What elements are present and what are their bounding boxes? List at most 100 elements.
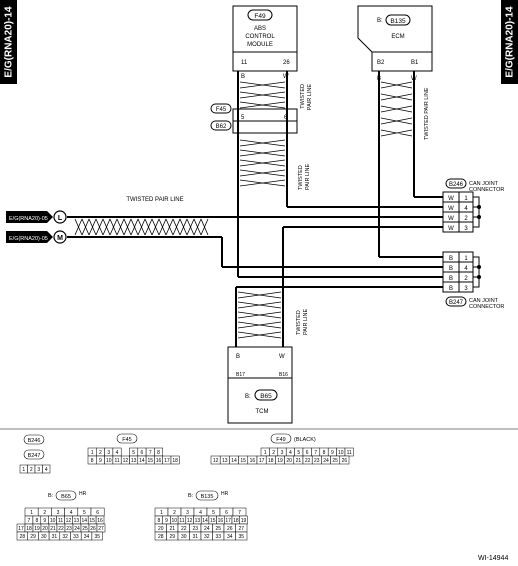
b65-legend-pin: 23 — [66, 526, 72, 532]
f45-legend-pin: 17 — [164, 458, 170, 464]
b135-legend-pin: 1 — [160, 510, 163, 516]
b135-legend-pin: 21 — [169, 526, 175, 532]
b135-legend-pin: 19 — [241, 518, 247, 524]
b65-legend-pin: 28 — [20, 534, 26, 540]
svg-text:F49: F49 — [276, 437, 285, 443]
svg-text:HR: HR — [221, 491, 229, 497]
svg-text:2: 2 — [464, 216, 468, 222]
f49-legend-pin: 16 — [250, 458, 256, 464]
b135-legend-pin: 35 — [238, 534, 244, 540]
f45-legend-pin: 15 — [147, 458, 153, 464]
b65-legend-pin: 4 — [70, 510, 73, 516]
b65-legend-pin: 24 — [74, 526, 80, 532]
abs-connector-label: F49 — [254, 13, 266, 20]
svg-text:CONNECTOR: CONNECTOR — [469, 304, 504, 310]
b65-legend-pin: 5 — [83, 510, 86, 516]
b65-legend-pin: 33 — [73, 534, 79, 540]
svg-text:2: 2 — [464, 276, 468, 282]
abs-wire-b: B — [241, 74, 245, 80]
abs-pin-26: 26 — [283, 60, 290, 66]
b246-legend-pin: 4 — [45, 467, 48, 473]
b65-legend-pin: 32 — [62, 534, 68, 540]
b246-legend-pin: 2 — [30, 467, 33, 473]
ecm-module: B: B135 ECM B2 B1 B W — [357, 5, 433, 82]
f49-legend-pin: 7 — [314, 450, 317, 456]
tcm-connector-label: B65 — [260, 393, 272, 400]
twist-marks — [74, 81, 413, 339]
b135-legend-pin: 8 — [157, 518, 160, 524]
b65-legend-pin: 8 — [35, 518, 38, 524]
b135-legend-pin: 31 — [192, 534, 198, 540]
svg-text:W: W — [448, 226, 454, 232]
joint-f45-label: F45 — [216, 107, 227, 113]
f45-legend-pin: 11 — [114, 458, 119, 464]
f49-legend-pin: 22 — [305, 458, 311, 464]
f49-legend-pin: 17 — [259, 458, 265, 464]
can-joint-b246: B246 CAN JOINT CONNECTOR W 1 W 4 W 2 W 3 — [442, 178, 504, 233]
b65-legend-pin: 27 — [98, 526, 104, 532]
figure-id: WI-14944 — [478, 555, 509, 562]
b135-legend-pin: 26 — [227, 526, 233, 532]
ecm-pin-b2: B2 — [377, 60, 385, 66]
b65-legend-pin: 22 — [58, 526, 64, 532]
twisted-label-3b: PAIR LINE — [303, 308, 309, 335]
b135-legend-pin: 5 — [212, 510, 215, 516]
svg-text:B: B — [449, 256, 453, 262]
b65-legend-pin: 34 — [84, 534, 90, 540]
b65-legend-pin: 35 — [94, 534, 100, 540]
twisted-label-1b: PAIR LINE — [307, 84, 313, 111]
b135-legend-cell — [235, 531, 248, 541]
svg-text:CONNECTOR: CONNECTOR — [469, 187, 504, 193]
b65-legend-pin: 25 — [82, 526, 88, 532]
f49-legend-pin: 15 — [240, 458, 246, 464]
b135-legend-pin: 15 — [210, 518, 216, 524]
svg-text:1: 1 — [464, 196, 468, 202]
svg-text:W: W — [448, 196, 454, 202]
tcm-wire-w: W — [279, 354, 285, 360]
svg-text:B135: B135 — [201, 494, 214, 500]
b135-legend-pin: 23 — [192, 526, 198, 532]
b65-legend-pin: 19 — [34, 526, 40, 532]
b135-legend-pin: 28 — [158, 534, 164, 540]
f45-legend-pin: 10 — [106, 458, 112, 464]
side-tab-right: E/G(RNA20)-14 — [501, 0, 518, 84]
svg-text:B:: B: — [188, 493, 194, 499]
b65-legend-pin: 16 — [97, 518, 103, 524]
f45-legend-pin: 16 — [156, 458, 162, 464]
b65-legend-pin: 2 — [43, 510, 46, 516]
svg-text:B65: B65 — [61, 494, 71, 500]
svg-text:B: B — [449, 266, 453, 272]
f45-legend-pin: 14 — [139, 458, 145, 464]
b246-legend-pin: 1 — [22, 467, 25, 473]
twisted-label-4: TWISTED PAIR LINE — [424, 87, 430, 140]
svg-text:B: B — [449, 286, 453, 292]
svg-text:CAN JOINT: CAN JOINT — [469, 298, 499, 304]
f49-legend-pin: 26 — [342, 458, 348, 464]
b65-legend-pin: 12 — [66, 518, 72, 524]
external-refs: E/G(RNA20)-05 L E/G(RNA20)-05 M — [6, 210, 67, 244]
ext-node-l: L — [58, 215, 63, 222]
abs-control-module: F49 ABS CONTROL MODULE 11 26 B W — [232, 5, 298, 80]
b65-legend-pin: 10 — [50, 518, 56, 524]
joint-pin-left: 5 — [241, 115, 245, 121]
b135-legend-pin: 33 — [215, 534, 221, 540]
b65-legend-pin: 3 — [57, 510, 60, 516]
f49-legend-pin: 9 — [331, 450, 334, 456]
svg-text:B: B — [449, 276, 453, 282]
svg-text:4: 4 — [464, 266, 468, 272]
joint-b62-label: B62 — [216, 124, 227, 130]
b135-legend-pin: 34 — [227, 534, 233, 540]
twisted-label-1a: TWISTED — [300, 84, 306, 109]
f49-legend-pin: 4 — [289, 450, 292, 456]
f49-legend-pin: 21 — [296, 458, 302, 464]
tcm-name: TCM — [256, 409, 269, 415]
f49-legend-pin: 20 — [286, 458, 292, 464]
f45-legend-pin: 13 — [131, 458, 137, 464]
twisted-label-horizontal: TWISTED PAIR LINE — [126, 197, 183, 203]
f49-legend-pin: 11 — [347, 450, 352, 456]
b65-legend-pin: 18 — [26, 526, 32, 532]
b135-legend-pin: 24 — [204, 526, 210, 532]
tcm-prefix: B: — [245, 394, 251, 400]
b135-legend-pin: 18 — [233, 518, 239, 524]
